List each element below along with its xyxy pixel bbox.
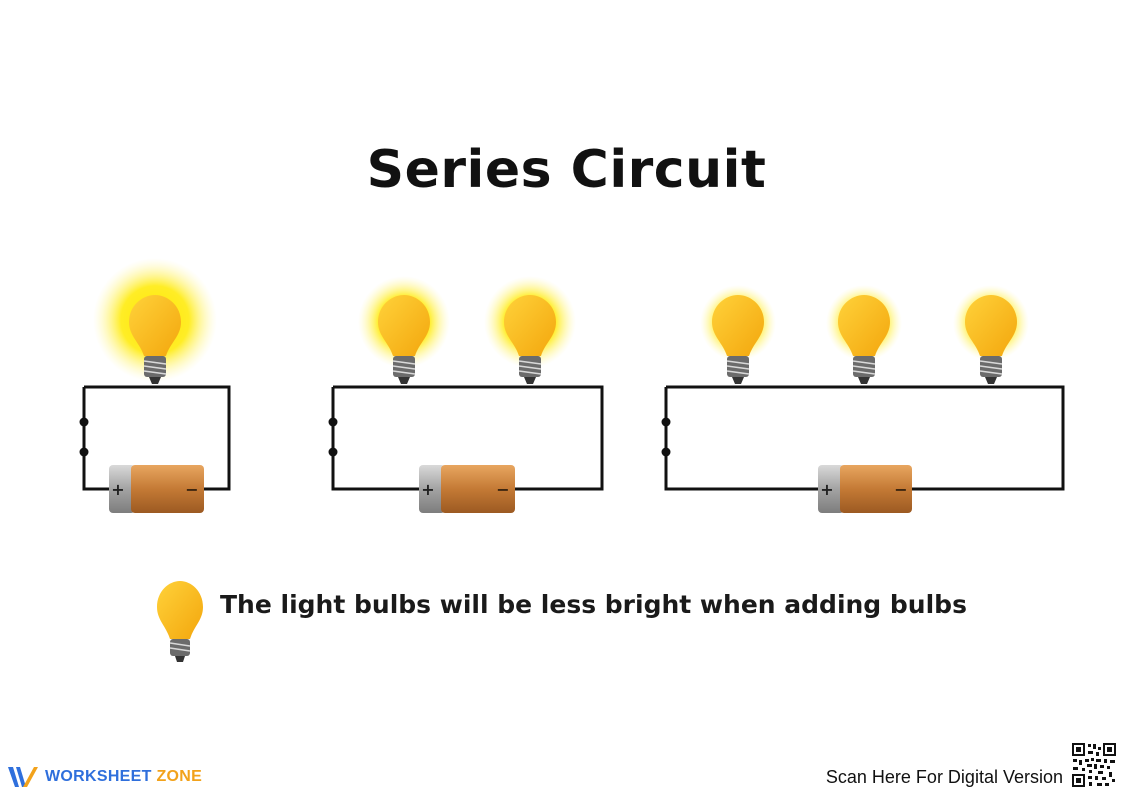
light-bulb-icon: [378, 295, 430, 384]
wire-node: [79, 447, 89, 457]
page-title: Series Circuit: [366, 140, 767, 200]
legend-bulb-icon: [157, 581, 203, 662]
light-bulb-icon: [129, 295, 181, 384]
battery: + −: [419, 465, 515, 513]
circuit-one-bulb: + −: [79, 258, 231, 513]
logo-word-worksheet: WORKSHEET: [45, 768, 152, 785]
battery-minus-label: −: [894, 480, 907, 499]
wire-node: [328, 447, 338, 457]
legend-caption: The light bulbs will be less bright when…: [220, 590, 967, 619]
circuit-three-bulbs: + −: [661, 285, 1065, 513]
logo-word-zone: ZONE: [156, 768, 203, 785]
worksheet-zone-logo[interactable]: WORKSHEET ZONE: [6, 762, 202, 792]
light-bulb-icon: [838, 295, 890, 384]
battery-plus-label: +: [111, 480, 124, 499]
battery-plus-label: +: [820, 480, 833, 499]
circuit-two-bulbs: + −: [328, 276, 604, 513]
wire-node: [661, 447, 671, 457]
worksheet-zone-logo-icon: [8, 767, 38, 787]
battery: + −: [818, 465, 912, 513]
scan-instruction: Scan Here For Digital Version: [825, 767, 1063, 787]
logo-text: WORKSHEET ZONE: [45, 768, 202, 786]
qr-code-icon[interactable]: [1071, 742, 1117, 788]
wire-node: [79, 417, 89, 427]
battery-minus-label: −: [496, 480, 509, 499]
battery-minus-label: −: [185, 480, 198, 499]
light-bulb-icon: [504, 295, 556, 384]
wire-node: [328, 417, 338, 427]
battery: + −: [109, 465, 204, 513]
battery-plus-label: +: [421, 480, 434, 499]
wire-node: [661, 417, 671, 427]
light-bulb-icon: [712, 295, 764, 384]
light-bulb-icon: [965, 295, 1017, 384]
